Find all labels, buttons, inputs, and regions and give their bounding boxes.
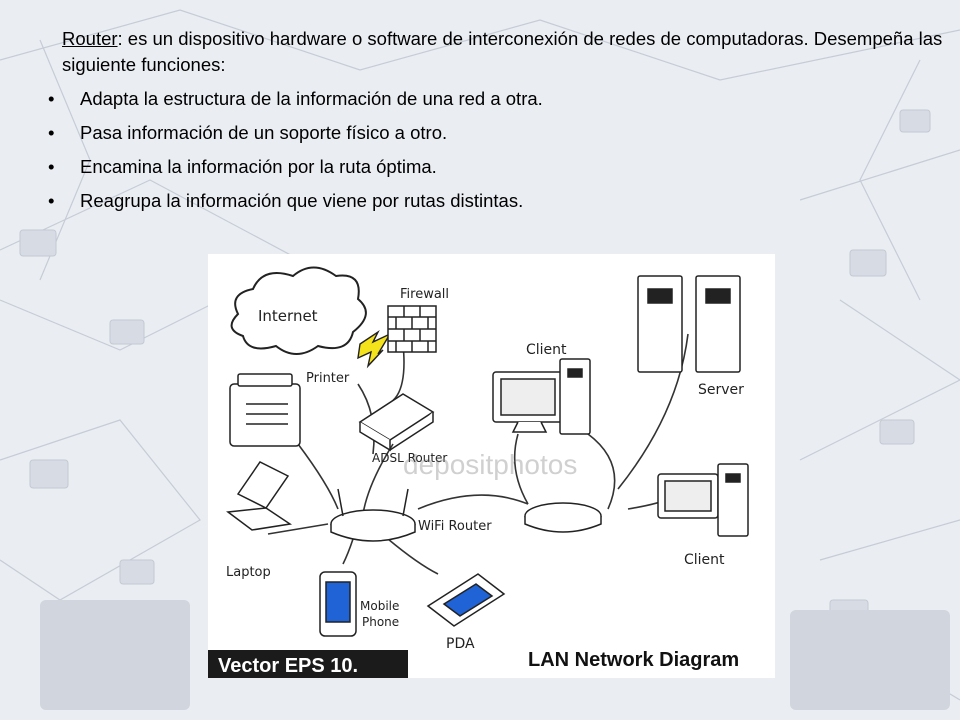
wifi-router-icon xyxy=(524,502,602,533)
lightning-bolt-icon xyxy=(357,329,392,369)
watermark-text: depositphotos xyxy=(403,449,577,480)
phone-label: Phone xyxy=(362,615,399,629)
laptop-label: Laptop xyxy=(226,565,271,580)
pda-icon xyxy=(426,573,506,627)
router-functions-list: •Adapta la estructura de la información … xyxy=(48,86,952,214)
bullet-icon: • xyxy=(48,122,55,143)
list-item: •Reagrupa la información que viene por r… xyxy=(48,188,952,214)
internet-cloud-icon xyxy=(230,266,367,355)
router-definition: Router: es un dispositivo hardware o sof… xyxy=(62,26,952,78)
slide-text-block: Router: es un dispositivo hardware o sof… xyxy=(48,26,952,222)
mobile-label: Mobile xyxy=(360,599,399,613)
printer-icon xyxy=(229,373,301,447)
client-bottom-label: Client xyxy=(684,552,725,568)
client-top-label: Client xyxy=(526,342,567,358)
server-label: Server xyxy=(698,382,744,398)
footer-bar xyxy=(208,650,408,678)
lan-network-diagram: Internet Firewall Printer ADSL Router xyxy=(208,254,775,678)
bullet-icon: • xyxy=(48,190,55,211)
wifi-router-icon xyxy=(330,488,416,542)
printer-label: Printer xyxy=(306,371,350,386)
router-term: Router xyxy=(62,28,118,49)
laptop-icon xyxy=(226,461,293,531)
pda-label: PDA xyxy=(446,636,475,652)
firewall-icon xyxy=(387,305,437,353)
footer-right-text: LAN Network Diagram xyxy=(528,649,739,671)
list-item: •Pasa información de un soporte físico a… xyxy=(48,120,952,146)
client-computer-icon xyxy=(657,463,749,537)
server-icon xyxy=(637,275,741,373)
client-computer-icon xyxy=(492,358,591,435)
bullet-icon: • xyxy=(48,88,55,109)
internet-label: Internet xyxy=(258,307,318,325)
adsl-router-icon xyxy=(358,393,435,452)
firewall-label: Firewall xyxy=(400,287,449,302)
router-definition-text: : es un dispositivo hardware o software … xyxy=(62,28,943,75)
list-item: •Adapta la estructura de la información … xyxy=(48,86,952,112)
bullet-icon: • xyxy=(48,156,55,177)
wifi-router-label: WiFi Router xyxy=(418,519,492,534)
adsl-router-label: ADSL Router xyxy=(372,451,447,465)
mobile-phone-icon xyxy=(319,571,357,637)
list-item: •Encamina la información por la ruta ópt… xyxy=(48,154,952,180)
footer-left-text: Vector EPS 10. xyxy=(218,655,358,677)
